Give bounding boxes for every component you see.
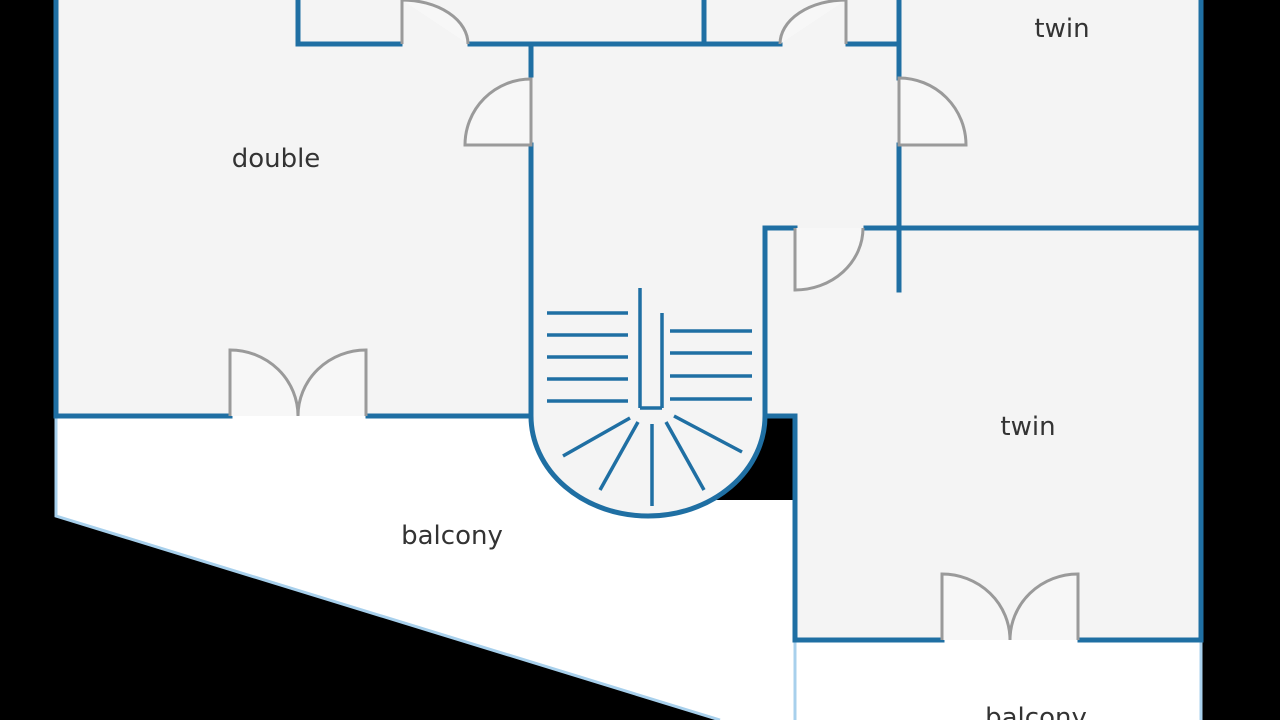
room-label-balcony-left: balcony xyxy=(401,521,503,551)
room-label-balcony-bottom: balcony xyxy=(985,703,1087,720)
stair-winder xyxy=(598,421,640,491)
floor-double xyxy=(56,0,531,416)
staircase xyxy=(547,288,752,506)
floor-twin-right xyxy=(765,228,1201,640)
stair-winder xyxy=(673,414,743,454)
door-double-hall xyxy=(463,77,533,147)
balcony-left-edge xyxy=(54,416,721,720)
door-twin-right-hall xyxy=(793,227,865,292)
door-top-left-room xyxy=(400,0,470,45)
door-twin-balcony xyxy=(940,572,1080,641)
balcony-bottom-area xyxy=(795,640,1201,720)
door-twin-top-hall xyxy=(897,76,968,147)
door-top-right-room xyxy=(778,0,848,45)
room-label-twin-top: twin xyxy=(1034,14,1089,44)
room-label-double: double xyxy=(232,144,321,174)
balcony-left-area xyxy=(56,416,795,720)
stair-winder xyxy=(562,416,631,458)
stair-winder xyxy=(664,421,706,491)
wall-stair-curve xyxy=(528,413,768,519)
door-double-balcony xyxy=(228,348,368,417)
room-label-twin-right: twin xyxy=(1000,412,1055,442)
